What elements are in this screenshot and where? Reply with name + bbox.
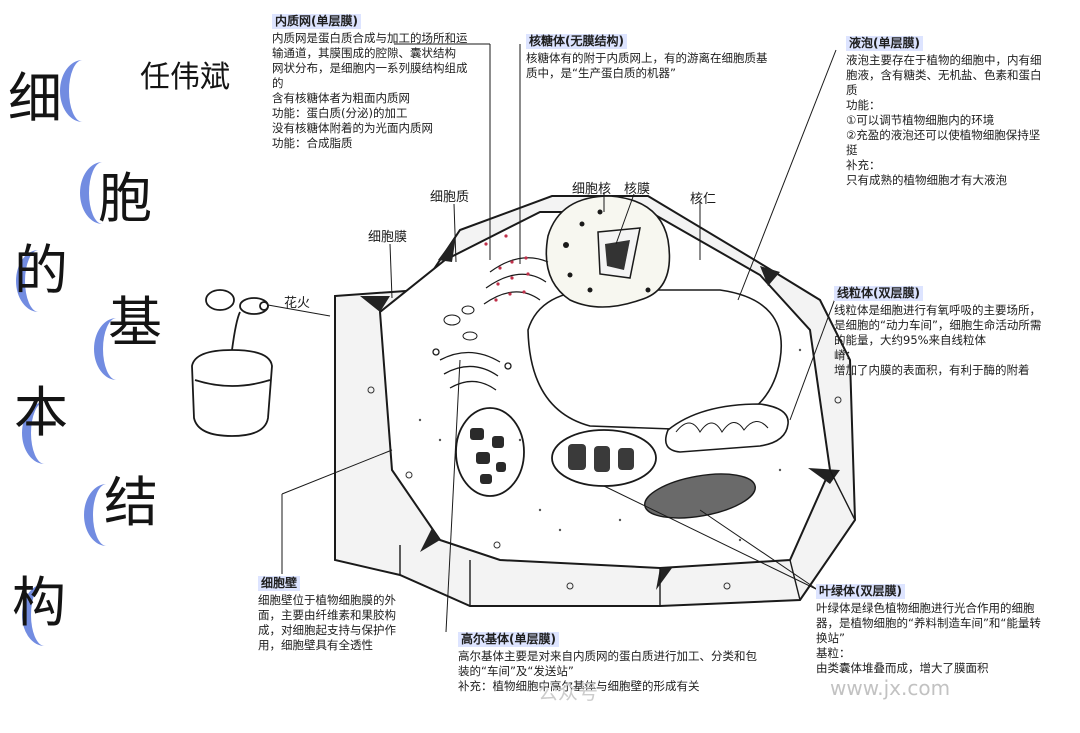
note-cell-wall: 细胞壁 细胞壁位于植物细胞膜的外面，主要由纤维素和果胶构成，对细胞起支持与保护作…	[258, 576, 398, 653]
note-endoplasmic-reticulum: 内质网(单层膜) 内质网是蛋白质合成与加工的场所和运输通道，其膜围成的腔隙、囊状…	[272, 14, 472, 151]
note-golgi: 高尔基体(单层膜) 高尔基体主要是对来自内质网的蛋白质进行加工、分类和包装的“车…	[458, 632, 758, 694]
vacuole-heading: 液泡(单层膜)	[846, 36, 923, 51]
note-mitochondria: 线粒体(双层膜) 线粒体是细胞进行有氧呼吸的主要场所，是细胞的“动力车间”，细胞…	[834, 286, 1044, 378]
mitochondria-body: 线粒体是细胞进行有氧呼吸的主要场所，是细胞的“动力车间”，细胞生命活动所需的能量…	[834, 303, 1042, 377]
author-name: 任伟斌	[140, 60, 230, 95]
brush-swoosh-icon	[22, 584, 67, 646]
note-chloroplast: 叶绿体(双层膜) 叶绿体是绿色植物细胞进行光合作用的细胞器，是植物细胞的“养料制…	[816, 584, 1046, 676]
title-char-1: 细	[8, 67, 62, 130]
chloroplast-body: 叶绿体是绿色植物细胞进行光合作用的细胞器，是植物细胞的“养料制造车间”和“能量转…	[816, 601, 1041, 675]
brush-swoosh-icon	[80, 162, 125, 224]
mitochondrion	[664, 403, 789, 453]
cell-wall-body: 细胞壁位于植物细胞膜的外面，主要由纤维素和果胶构成，对细胞起支持与保护作用，细胞…	[258, 593, 396, 652]
brush-swoosh-icon	[60, 60, 105, 122]
ribosome-heading: 核糖体(无膜结构)	[526, 34, 627, 49]
cell-wall-heading: 细胞壁	[258, 576, 301, 591]
brush-swoosh-icon	[16, 250, 61, 312]
title-char-6: 结	[104, 471, 158, 534]
title-char-5: 本	[14, 381, 68, 444]
golgi-body: 高尔基体主要是对来自内质网的蛋白质进行加工、分类和包装的“车间”及“发送站” 补…	[458, 649, 757, 693]
golgi-heading: 高尔基体(单层膜)	[458, 632, 559, 647]
mitochondria-heading: 线粒体(双层膜)	[834, 286, 923, 301]
er-heading: 内质网(单层膜)	[272, 14, 361, 29]
er-body: 内质网是蛋白质合成与加工的场所和运输通道，其膜围成的腔隙、囊状结构 网状分布，是…	[272, 31, 468, 150]
note-vacuole: 液泡(单层膜) 液泡主要存在于植物的细胞中，内有细胞液，含有糖类、无机盐、色素和…	[846, 36, 1046, 188]
title-char-7: 构	[12, 571, 66, 634]
brush-swoosh-icon	[94, 318, 139, 380]
label-pot: 花火	[284, 296, 311, 311]
pot-icon	[191, 289, 273, 437]
title-char-2: 胞	[98, 167, 152, 230]
vacuole-body: 液泡主要存在于植物的细胞中，内有细胞液，含有糖类、无机盐、色素和蛋白质 功能： …	[846, 53, 1042, 187]
ribosome-body: 核糖体有的附于内质网上，有的游离在细胞质基质中，是“生产蛋白质的机器”	[526, 51, 768, 80]
watermark-right: www.jx.com	[830, 676, 951, 700]
label-nucleus: 细胞核	[572, 182, 612, 197]
label-cell-membrane: 细胞膜	[368, 230, 408, 245]
label-nucleolus: 核仁	[690, 192, 717, 207]
brush-swoosh-icon	[22, 402, 67, 464]
watermark-left: 公众号	[538, 680, 598, 704]
title-char-4: 基	[108, 291, 162, 354]
brush-swoosh-icon	[84, 484, 129, 546]
note-ribosome: 核糖体(无膜结构) 核糖体有的附于内质网上，有的游离在细胞质基质中，是“生产蛋白…	[526, 34, 770, 81]
title-char-3: 的	[14, 239, 68, 302]
chloroplast-heading: 叶绿体(双层膜)	[816, 584, 905, 599]
golgi-apparatus	[432, 348, 512, 391]
label-cytoplasm: 细胞质	[430, 190, 470, 205]
label-nuclear-membrane: 核膜	[624, 182, 651, 197]
